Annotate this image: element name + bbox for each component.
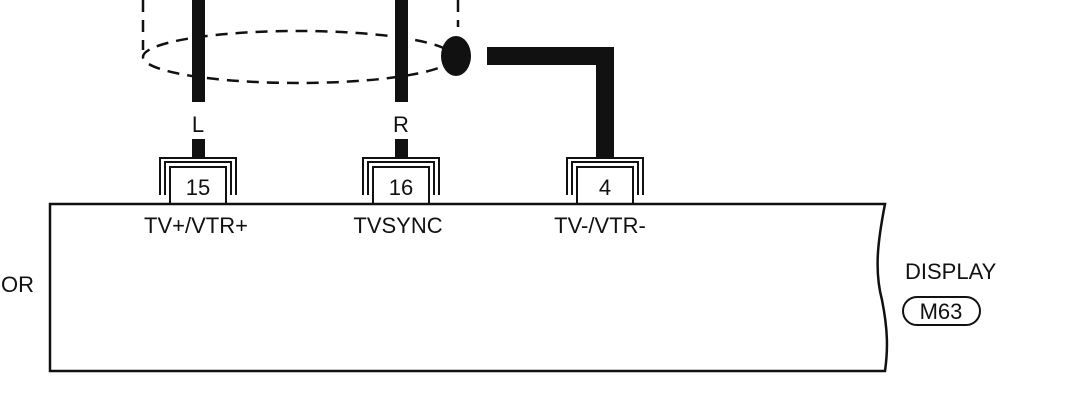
connector-id-badge — [902, 296, 981, 326]
pin-number-4: 4 — [599, 175, 611, 200]
display-unit-name: DISPLAY — [905, 259, 997, 284]
pin-number-15: 15 — [186, 175, 210, 200]
display-unit-box — [48, 202, 889, 373]
ground-wire — [487, 47, 614, 158]
wire-r — [395, 0, 408, 102]
wire-label-l: L — [192, 112, 204, 137]
left-unit-label: OR — [1, 272, 34, 297]
wire-label-r: R — [393, 112, 409, 137]
connector-pin-15 — [159, 157, 237, 205]
connector-pin-16 — [362, 157, 440, 205]
shield-ground-dot — [441, 36, 471, 76]
signal-label-tv-minus: TV-/VTR- — [554, 213, 646, 238]
signal-label-tvsync: TVSYNC — [353, 213, 442, 238]
wire-l-stub — [192, 139, 205, 159]
pin-number-16: 16 — [389, 175, 413, 200]
connector-id: M63 — [920, 299, 963, 324]
wire-l — [192, 0, 205, 102]
signal-label-tv-plus: TV+/VTR+ — [144, 213, 248, 238]
wire-r-stub — [395, 139, 408, 159]
shield — [141, 0, 460, 85]
